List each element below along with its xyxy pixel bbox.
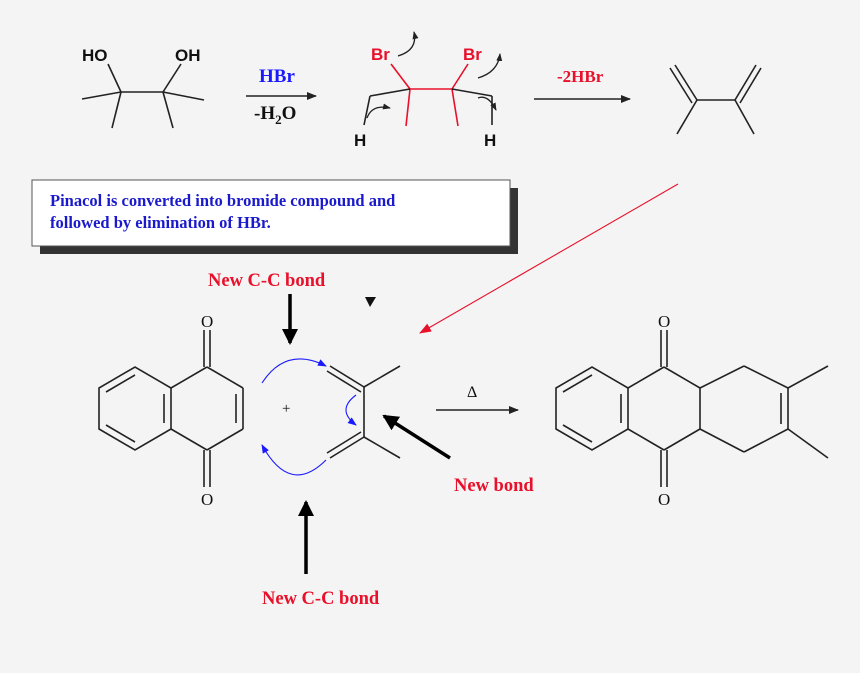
diene-molecule (669, 64, 762, 135)
label-new-cc-bond-top: New C-C bond (208, 271, 326, 291)
condition-subscript: 2 (275, 112, 282, 127)
dibromide-molecule (363, 31, 503, 127)
pointer-right (382, 414, 451, 460)
plus-sign: + (282, 401, 290, 417)
caption-box: Pinacol is converted into bromide compou… (31, 179, 518, 254)
caption-line-1: Pinacol is converted into bromide compou… (50, 191, 395, 210)
condition-suffix: O (282, 103, 297, 124)
small-pointer (365, 297, 376, 307)
atom-ho: HO (82, 46, 108, 65)
label-new-bond: New bond (454, 476, 534, 496)
oxygen-bottom-left: O (201, 490, 213, 509)
atom-oh: OH (175, 46, 201, 65)
naphthoquinone-molecule (98, 330, 244, 487)
red-arrow (419, 183, 679, 334)
atom-br-left: Br (371, 45, 390, 64)
label-new-cc-bond-bottom: New C-C bond (262, 589, 380, 609)
caption-line-2: followed by elimination of HBr. (50, 213, 271, 232)
atom-h-left: H (354, 131, 366, 150)
oxygen-top-left: O (201, 312, 213, 331)
condition-prefix: -H (254, 103, 275, 124)
pinacol-molecule (81, 63, 205, 129)
atom-br-right: Br (463, 45, 482, 64)
diene-lower-molecule (326, 365, 401, 459)
step1-reagent: HBr (259, 66, 295, 87)
product-molecule (555, 330, 829, 487)
electron-flow-arrows (261, 358, 357, 476)
heat-symbol: Δ (467, 384, 477, 401)
oxygen-top-right: O (658, 312, 670, 331)
step2-reagent: -2HBr (557, 67, 604, 86)
step1-condition: -H2O (254, 103, 296, 127)
atom-h-right: H (484, 131, 496, 150)
oxygen-bottom-right: O (658, 490, 670, 509)
